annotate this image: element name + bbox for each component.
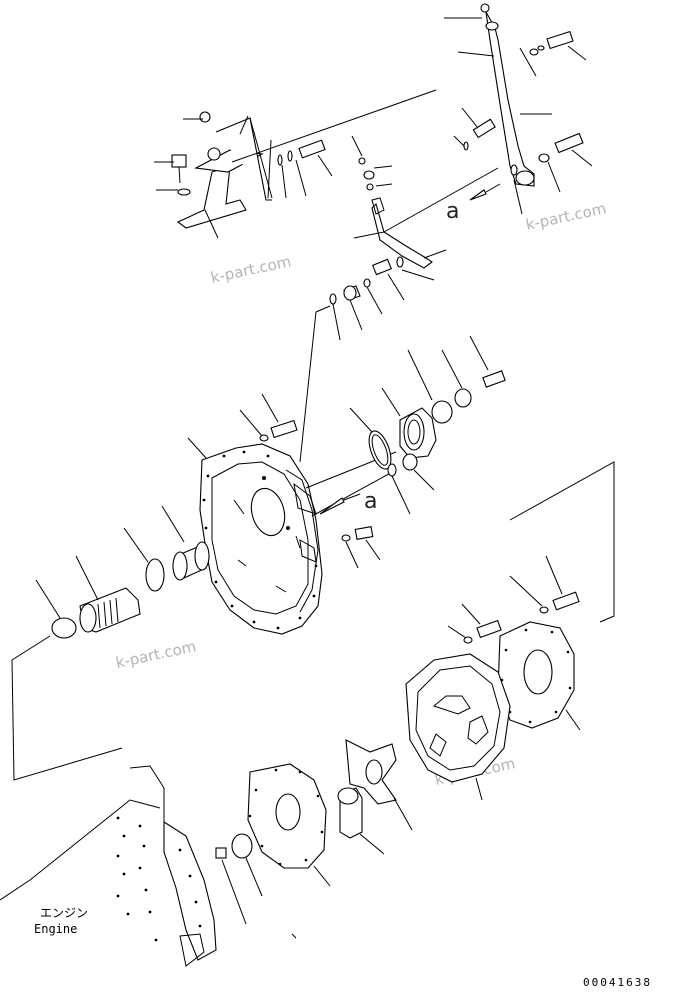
view-label-a: a [446, 199, 459, 224]
bracket-assembly [171, 89, 437, 229]
lever-assembly [480, 3, 584, 187]
lever-leaders [444, 17, 593, 215]
engine-label-en: Engine [34, 922, 77, 936]
housing-bolts: a [239, 393, 397, 569]
figure-number: 00041638 [583, 976, 652, 989]
engine-label-jp: エンジン [40, 906, 88, 920]
flywheel-housing [187, 437, 323, 635]
view-label-a: a [364, 489, 377, 514]
drive-shaft-group [35, 505, 210, 639]
fittings-row [299, 278, 383, 463]
coupling-parts [349, 335, 506, 515]
cover-plate [497, 621, 581, 731]
watermark: k-part.com [209, 252, 293, 287]
watermark: k-part.com [114, 637, 198, 672]
engine-block [0, 635, 217, 967]
bracket-leaders [154, 115, 333, 239]
watermark: k-part.com [524, 199, 608, 234]
flywheel-plate [215, 763, 331, 939]
coupling-spider [337, 739, 413, 855]
pipe-fitting-assembly: a [351, 107, 501, 301]
flywheel-hub [405, 653, 511, 801]
hub-bolts [447, 461, 615, 644]
